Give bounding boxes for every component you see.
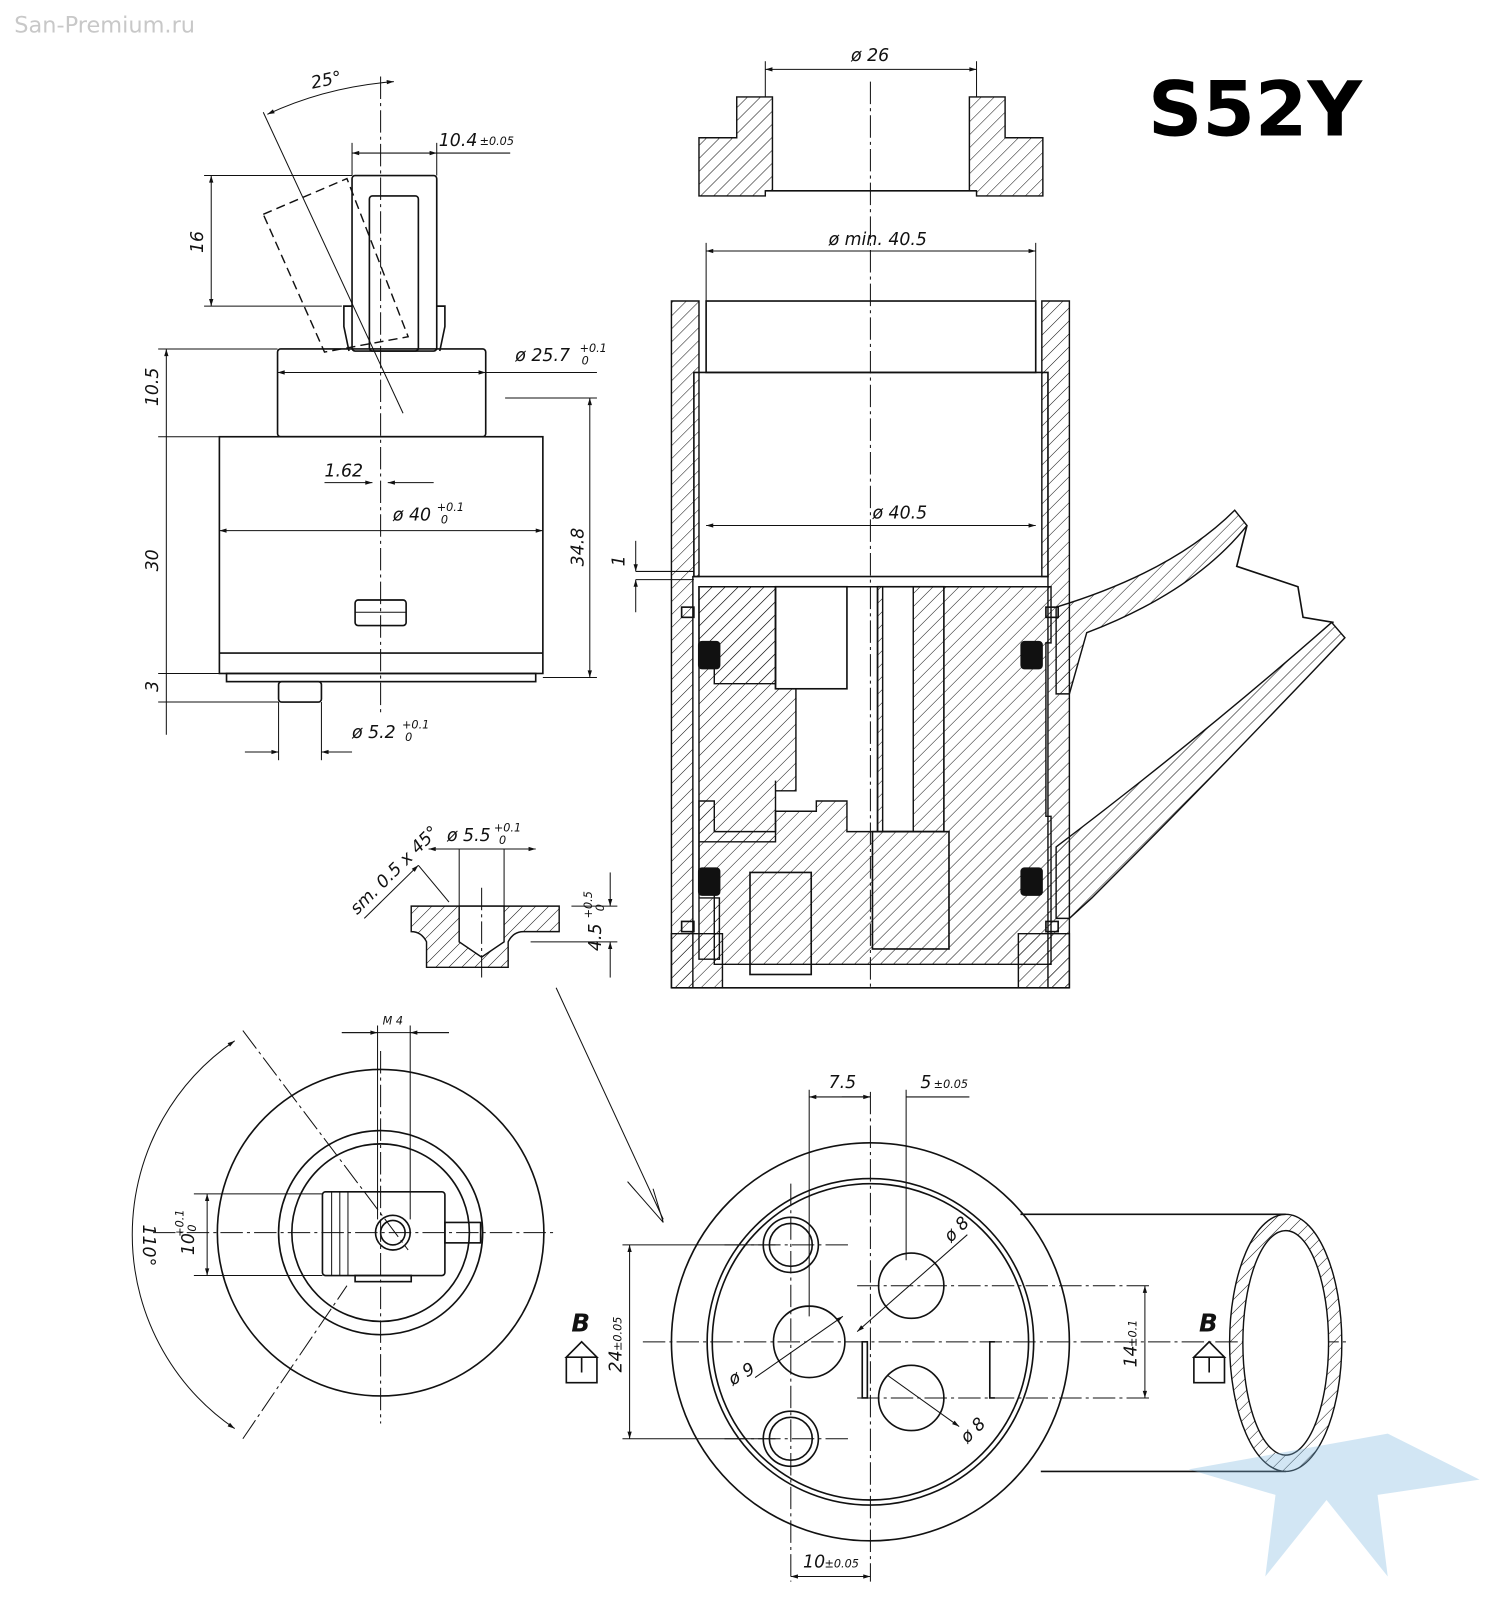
pin-diameter-label: ø 5.2: [351, 723, 396, 743]
offset-label: 1.62: [324, 462, 363, 482]
spacing-24-tol: ±0.05: [611, 1317, 624, 1351]
spacing-14-label: 14: [1122, 1345, 1142, 1367]
hole-diameter-label: ø 5.5: [446, 826, 491, 846]
hole-tol-zero: 0: [499, 834, 506, 847]
section-marker-left: B: [571, 1309, 590, 1338]
depth-tol-plus: +0.5: [582, 891, 595, 918]
offset-b-tol: ±0.05: [934, 1078, 968, 1091]
pin-diameter-tol-plus: +0.1: [402, 719, 429, 732]
width-10-label: 10: [803, 1552, 825, 1572]
cap-diameter-tol-zero: 0: [582, 354, 589, 367]
base-height-label: 3: [143, 681, 163, 692]
spacing-24-label: 24: [606, 1350, 626, 1372]
depth-tol-zero: 0: [594, 904, 607, 911]
width-10-tol: ±0.05: [824, 1557, 858, 1570]
offset-b-label: 5: [920, 1073, 931, 1093]
body-diameter-tol-plus: +0.1: [437, 501, 464, 514]
bore-label: ø 40.5: [871, 503, 927, 523]
cartridge-bottom-view: [564, 1089, 1347, 1582]
spacing-14-tol: ±0.1: [1127, 1320, 1140, 1347]
slot-tol-plus: +0.1: [174, 1209, 187, 1236]
cap-height-label: 10.5: [143, 368, 163, 407]
stem-width-tol: ±0.05: [480, 135, 514, 148]
slot-tol-zero: 0: [186, 1224, 199, 1231]
body-diameter-tol-zero: 0: [441, 513, 448, 526]
brand-logo-icon: [1188, 1433, 1480, 1577]
chamfer-label: sm. 0.5 x 45°: [347, 822, 443, 918]
watermark-text: San-Premium.ru: [14, 13, 195, 39]
thread-label: M 4: [383, 1014, 403, 1027]
pin-diameter-tol-zero: 0: [405, 731, 412, 744]
stem-width-label: 10.4: [439, 131, 478, 151]
nut-diameter-label: ø 26: [850, 46, 889, 66]
cartridge-top-view: [131, 1025, 557, 1440]
hole-8-b-label: ø 8: [956, 1414, 990, 1448]
min-bore-label: ø min. 40.5: [828, 230, 927, 250]
body-diameter-label: ø 40: [392, 505, 431, 525]
offset-a-label: 7.5: [829, 1073, 857, 1093]
cartridge-side-view: [158, 76, 597, 761]
slot-label: 10: [179, 1233, 199, 1255]
gap-label: 1: [609, 555, 629, 566]
depth-label: 4.5: [586, 923, 606, 951]
housing-section-view: [633, 61, 1346, 990]
hole-9-label: ø 9: [724, 1359, 758, 1390]
body-height-label: 30: [143, 549, 163, 571]
section-marker-right: B: [1199, 1309, 1218, 1338]
hole-detail-view: [363, 846, 664, 1223]
cap-diameter-label: ø 25.7: [514, 346, 570, 366]
cap-diameter-tol-plus: +0.1: [580, 342, 607, 355]
model-title: S52Y: [1148, 66, 1363, 154]
hole-tol-plus: +0.1: [494, 822, 521, 835]
stem-height-label: 16: [188, 231, 208, 253]
rotation-label: 110°: [138, 1224, 158, 1266]
total-height-label: 34.8: [569, 528, 589, 567]
